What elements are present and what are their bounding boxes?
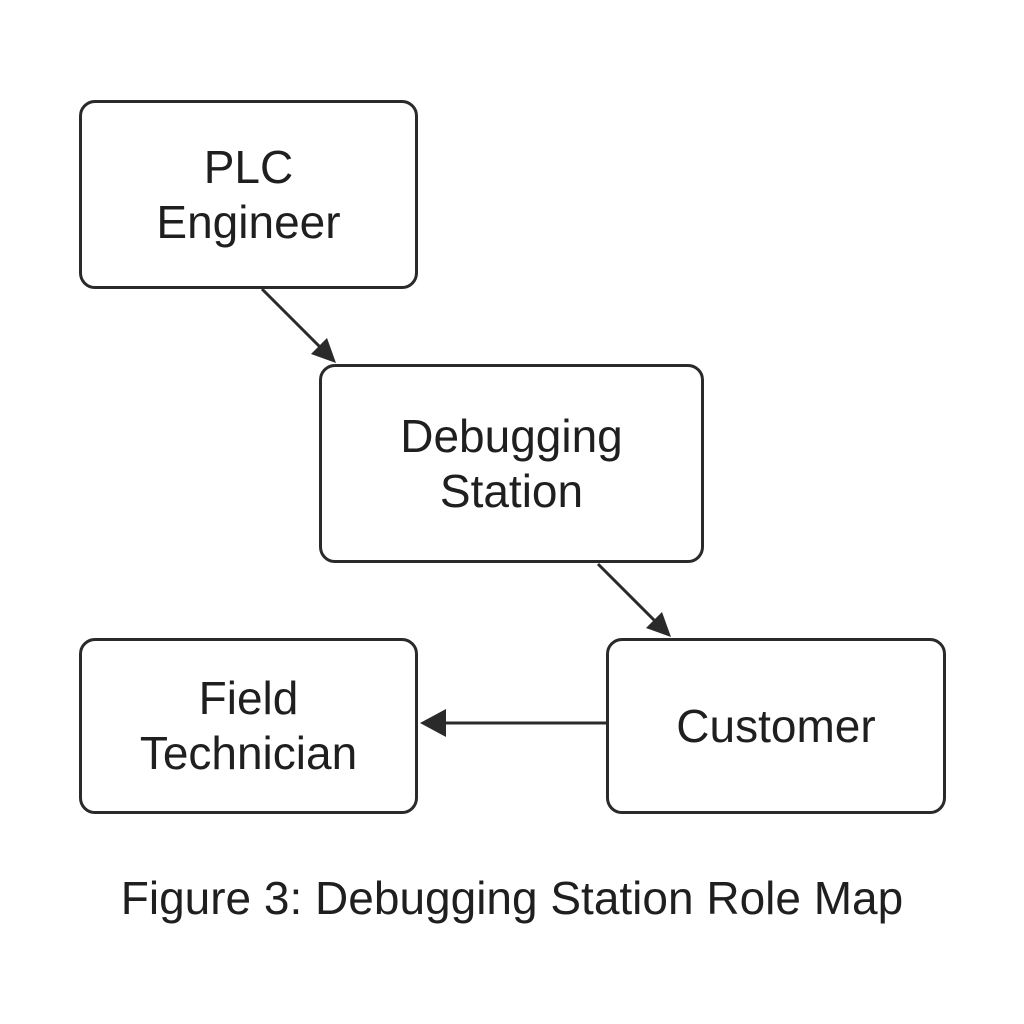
arrowhead-debugging-to-customer <box>646 612 671 637</box>
node-plc-engineer-label: PLC Engineer <box>156 140 341 248</box>
node-field-technician: Field Technician <box>79 638 418 814</box>
node-debugging-station: Debugging Station <box>319 364 704 563</box>
node-plc-engineer: PLC Engineer <box>79 100 418 289</box>
node-debugging-station-label: Debugging Station <box>400 409 623 517</box>
edge-customer-to-field <box>420 709 606 737</box>
node-customer-label: Customer <box>676 699 876 752</box>
arrowhead-customer-to-field <box>420 709 446 737</box>
edge-plc-to-debugging <box>260 287 336 363</box>
figure-caption: Figure 3: Debugging Station Role Map <box>120 872 904 924</box>
node-field-technician-label: Field Technician <box>139 672 358 779</box>
edge-debugging-to-customer <box>596 562 671 637</box>
node-customer: Customer <box>606 638 946 814</box>
arrowhead-plc-to-debugging <box>311 338 336 363</box>
